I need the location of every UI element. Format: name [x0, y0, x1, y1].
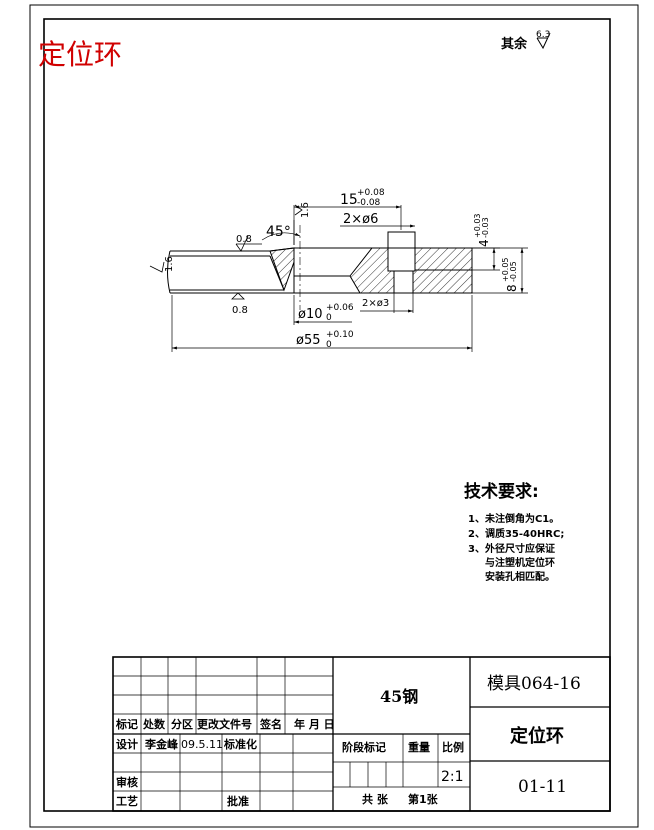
tb-part-code: 01-11: [518, 777, 567, 797]
tb-part-name: 定位环: [510, 725, 564, 747]
chamfer-angle: 45°: [266, 224, 291, 240]
thickness-upper: +0.05: [501, 257, 510, 282]
counterbore-dist-upper: +0.08: [357, 188, 385, 198]
tb-drawing-number: 模具064-16: [487, 674, 581, 694]
bottom-face-ra: 0.8: [232, 305, 248, 316]
bore-upper: +0.06: [326, 303, 354, 313]
tech-req-item: 2、调质35-40HRC;: [468, 527, 564, 540]
title-block-grid: [112, 656, 611, 812]
tb-header-mark: 标记: [115, 717, 138, 731]
tb-header-date: 年 月 日: [294, 717, 335, 731]
tb-sheet-current: 第1张: [408, 792, 439, 806]
surface-roughness-icon: [536, 32, 551, 50]
top-face-ra: 1.6: [300, 202, 311, 218]
section-hatch-right: [414, 247, 473, 271]
tb-material: 45钢: [380, 687, 418, 706]
tb-weight-label: 重量: [408, 740, 430, 754]
outer-lower: 0: [326, 340, 332, 350]
thickness: 8: [505, 284, 519, 292]
bore-dia: ø10: [298, 307, 323, 322]
surface-note: 其余: [501, 36, 528, 52]
surface-default-value: 6.3: [536, 30, 550, 40]
step-upper: +0.03: [473, 213, 482, 238]
section-hatch-lower: [412, 269, 473, 294]
tb-header-change-doc: 更改文件号: [197, 717, 252, 731]
tb-design-date: 09.5.11: [181, 738, 223, 751]
tech-req-item: 3、外径尺寸应保证: [468, 542, 555, 555]
tb-approve-label: 批准: [227, 794, 249, 808]
holes-large: 2×ø6: [343, 212, 378, 227]
part-title-header: 定位环: [38, 38, 122, 71]
tb-scale-value: 2:1: [441, 769, 464, 785]
section-hatch: [349, 247, 395, 294]
tb-header-count: 处数: [142, 717, 166, 731]
outer-upper: +0.10: [326, 330, 354, 340]
cone-hatch: [269, 247, 295, 292]
tech-req-title: 技术要求:: [464, 481, 539, 502]
outer-frame: [29, 4, 639, 828]
tech-req-item: 安装孔相匹配。: [485, 570, 555, 583]
tb-designer: 李金峰: [144, 737, 179, 751]
tb-stage-label: 阶段标记: [342, 740, 386, 754]
tb-process-label: 工艺: [116, 794, 138, 808]
chamfer-ra: 0.8: [236, 234, 252, 245]
tb-header-zone: 分区: [171, 717, 193, 731]
part-section: [167, 225, 473, 310]
thickness-lower: -0.05: [509, 261, 518, 282]
counterbore-dist-lower: -0.08: [357, 198, 381, 208]
left-face-ra: 1.6: [164, 256, 175, 272]
step-lower: -0.03: [481, 217, 490, 238]
tech-req-item: 1、未注倒角为C1。: [468, 512, 559, 525]
tech-req-item: 与注塑机定位环: [485, 556, 555, 569]
tb-standardize-label: 标准化: [223, 737, 257, 751]
tb-scale-label: 比例: [442, 740, 464, 754]
tb-review-label: 审核: [116, 775, 138, 789]
dimensions: [171, 205, 528, 352]
bore-lower: 0: [326, 313, 332, 323]
roughness-symbols: [149, 204, 303, 300]
counterbore-dist: 15: [340, 192, 358, 208]
tb-sheets-total: 共 张: [362, 792, 389, 806]
step-height: 4: [477, 239, 491, 247]
tb-design-label: 设计: [116, 737, 138, 751]
tb-header-signature: 签名: [259, 717, 282, 731]
holes-small: 2×ø3: [362, 298, 389, 309]
outer-dia: ø55: [296, 333, 321, 348]
